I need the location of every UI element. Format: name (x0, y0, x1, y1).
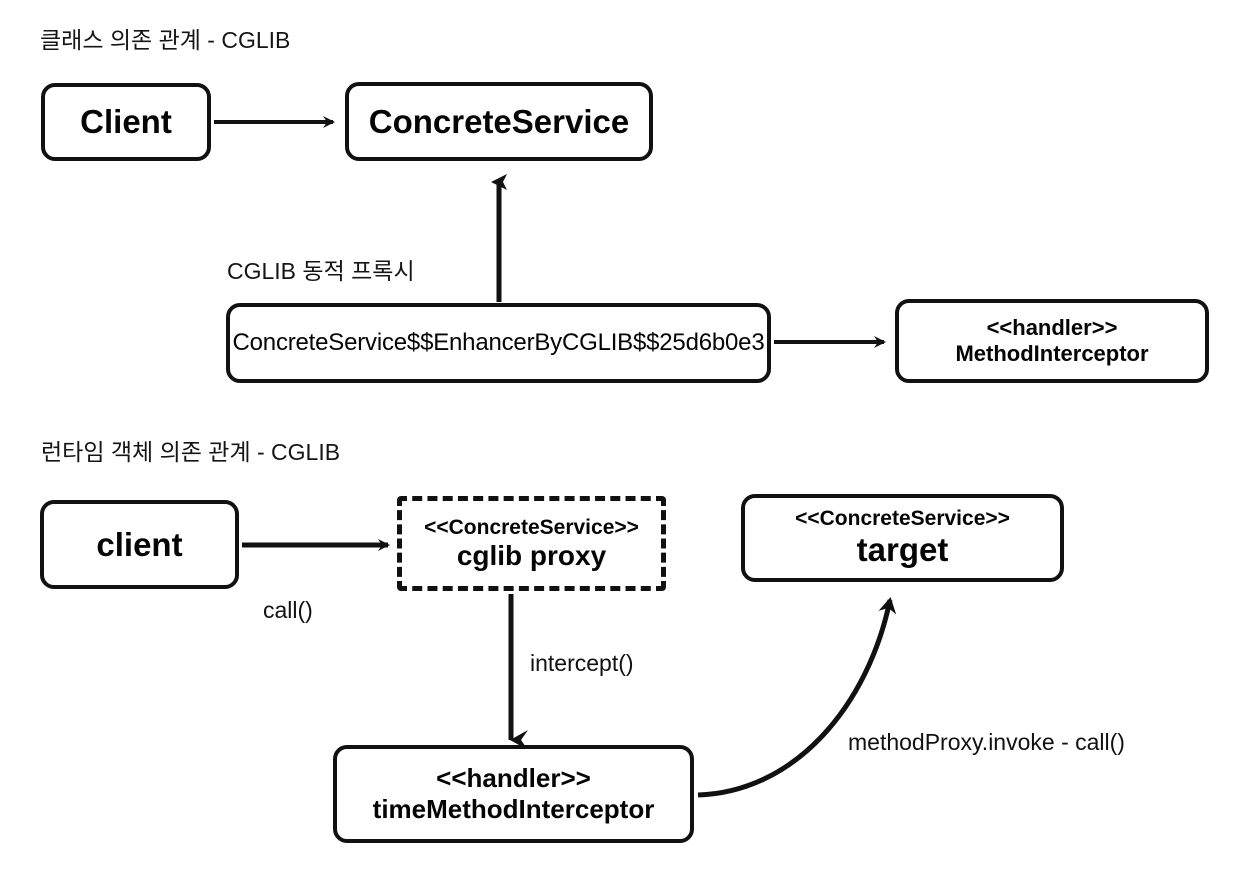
section-title-cglib-dynamic-proxy: CGLIB 동적 프록시 (227, 258, 415, 284)
section-title-class-dependency: 클래스 의존 관계 - CGLIB (40, 27, 291, 53)
node-time-interceptor-stereotype: <<handler>> (436, 763, 591, 793)
node-cglib-proxy-stereotype: <<ConcreteService>> (424, 515, 639, 539)
node-time-method-interceptor[interactable]: <<handler>> timeMethodInterceptor (333, 745, 694, 843)
node-client-runtime-label: client (96, 525, 183, 563)
edge-label-call: call() (263, 597, 313, 623)
edge-label-intercept: intercept() (530, 650, 634, 676)
section-title-runtime-dependency: 런타임 객체 의존 관계 - CGLIB (41, 439, 341, 465)
node-method-interceptor[interactable]: <<handler>> MethodInterceptor (895, 299, 1209, 383)
node-cglib-enhanced-proxy[interactable]: ConcreteService$$EnhancerByCGLIB$$25d6b0… (226, 303, 771, 383)
node-client-runtime[interactable]: client (40, 500, 239, 589)
node-target-label: target (856, 531, 949, 568)
node-target[interactable]: <<ConcreteService>> target (741, 494, 1064, 582)
node-client-class-label: Client (80, 103, 172, 140)
node-cglib-proxy-label: cglib proxy (456, 539, 607, 571)
edge-time-interceptor-to-target (697, 597, 897, 798)
node-time-interceptor-label: timeMethodInterceptor (372, 794, 655, 824)
node-cglib-enhanced-label: ConcreteService$$EnhancerByCGLIB$$25d6b0… (232, 329, 765, 356)
node-target-stereotype: <<ConcreteService>> (795, 507, 1010, 530)
node-method-interceptor-label: MethodInterceptor (955, 341, 1149, 366)
node-cglib-proxy[interactable]: <<ConcreteService>> cglib proxy (397, 496, 666, 591)
node-client-class[interactable]: Client (41, 83, 211, 161)
node-method-interceptor-stereotype: <<handler>> (986, 315, 1118, 340)
node-concrete-service-label: ConcreteService (368, 102, 630, 140)
node-concrete-service[interactable]: ConcreteService (345, 82, 653, 161)
edge-label-method-proxy-invoke: methodProxy.invoke - call() (848, 729, 1125, 755)
